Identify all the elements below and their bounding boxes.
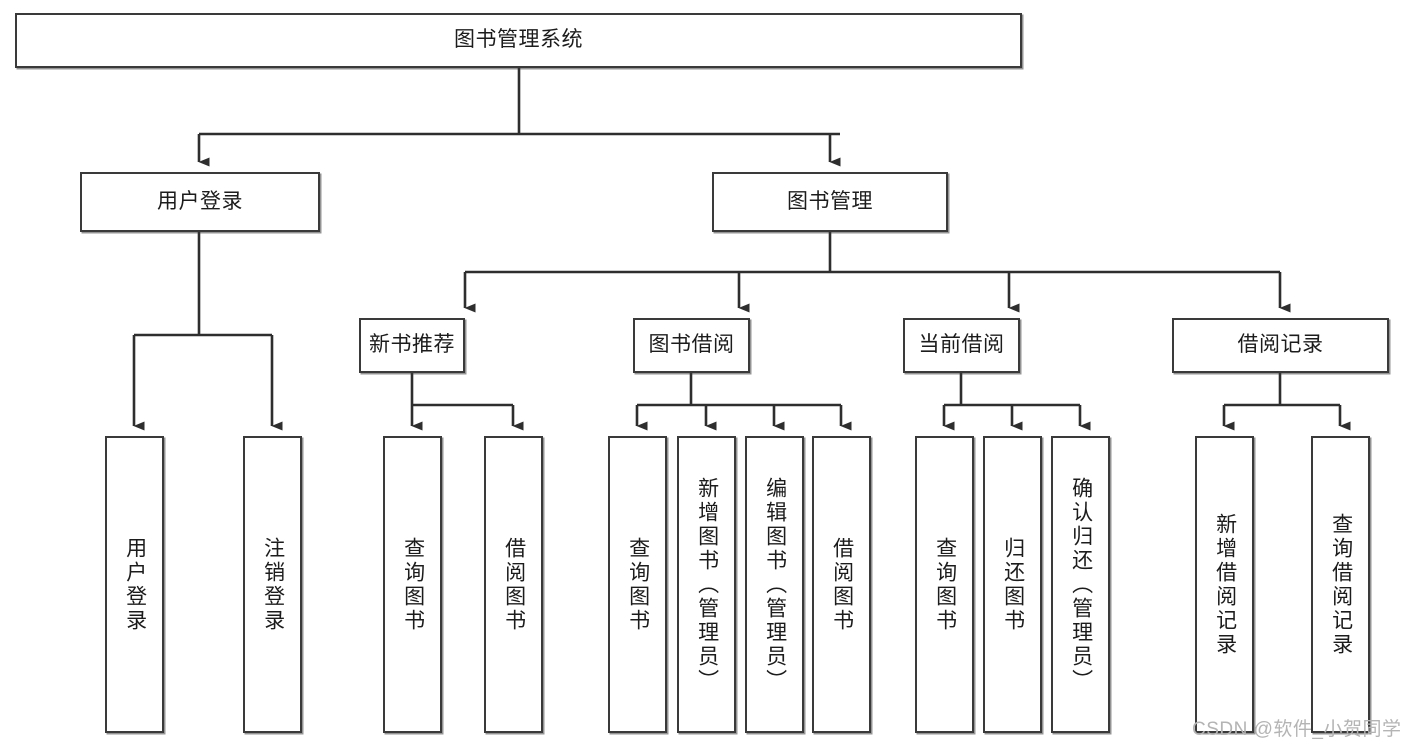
- node-leaf-recommend-query-book-label: 查询图书: [401, 536, 425, 633]
- node-leaf-confirm-return-admin[interactable]: 确认归还（管理员）: [1051, 436, 1110, 733]
- node-borrow-record-label: 借阅记录: [1237, 333, 1324, 357]
- node-root-system[interactable]: 图书管理系统: [15, 13, 1022, 68]
- node-book-borrow[interactable]: 图书借阅: [633, 318, 750, 373]
- connectors: [132, 68, 1351, 431]
- node-borrow-record[interactable]: 借阅记录: [1172, 318, 1389, 373]
- node-leaf-borrow-query-book[interactable]: 查询图书: [608, 436, 667, 733]
- node-leaf-user-login[interactable]: 用户登录: [105, 436, 164, 733]
- node-leaf-confirm-return-admin-label: 确认归还（管理员）: [1069, 476, 1093, 693]
- node-leaf-logout[interactable]: 注销登录: [243, 436, 302, 733]
- node-leaf-add-book-admin[interactable]: 新增图书（管理员）: [677, 436, 736, 733]
- node-leaf-borrow-query-book-label: 查询图书: [626, 536, 650, 633]
- node-current-borrow[interactable]: 当前借阅: [903, 318, 1020, 373]
- node-leaf-query-borrow-record-label: 查询借阅记录: [1329, 512, 1353, 657]
- node-leaf-recommend-borrow-book[interactable]: 借阅图书: [484, 436, 543, 733]
- node-leaf-edit-book-admin[interactable]: 编辑图书（管理员）: [745, 436, 804, 733]
- node-leaf-current-query-book-label: 查询图书: [933, 536, 957, 633]
- node-leaf-add-book-admin-label: 新增图书（管理员）: [695, 476, 719, 693]
- node-leaf-recommend-borrow-book-label: 借阅图书: [502, 536, 526, 633]
- node-current-borrow-label: 当前借阅: [918, 333, 1005, 357]
- node-leaf-user-login-label: 用户登录: [123, 536, 147, 633]
- node-root-system-label: 图书管理系统: [454, 28, 583, 52]
- node-leaf-logout-label: 注销登录: [261, 536, 285, 633]
- node-leaf-return-book[interactable]: 归还图书: [983, 436, 1042, 733]
- node-leaf-current-query-book[interactable]: 查询图书: [915, 436, 974, 733]
- node-book-management[interactable]: 图书管理: [712, 172, 948, 232]
- node-leaf-recommend-query-book[interactable]: 查询图书: [383, 436, 442, 733]
- node-book-borrow-label: 图书借阅: [648, 333, 735, 357]
- node-leaf-query-borrow-record[interactable]: 查询借阅记录: [1311, 436, 1370, 733]
- node-leaf-add-borrow-record-label: 新增借阅记录: [1213, 512, 1237, 657]
- node-user-login[interactable]: 用户登录: [80, 172, 320, 232]
- node-leaf-borrow-borrow-book-label: 借阅图书: [830, 536, 854, 633]
- node-book-management-label: 图书管理: [787, 189, 873, 213]
- node-leaf-borrow-borrow-book[interactable]: 借阅图书: [812, 436, 871, 733]
- node-leaf-edit-book-admin-label: 编辑图书（管理员）: [763, 476, 787, 693]
- node-user-login-label: 用户登录: [157, 189, 243, 213]
- node-new-book-recommend-label: 新书推荐: [369, 333, 455, 357]
- node-new-book-recommend[interactable]: 新书推荐: [359, 318, 465, 373]
- node-leaf-add-borrow-record[interactable]: 新增借阅记录: [1195, 436, 1254, 733]
- node-leaf-return-book-label: 归还图书: [1001, 536, 1025, 633]
